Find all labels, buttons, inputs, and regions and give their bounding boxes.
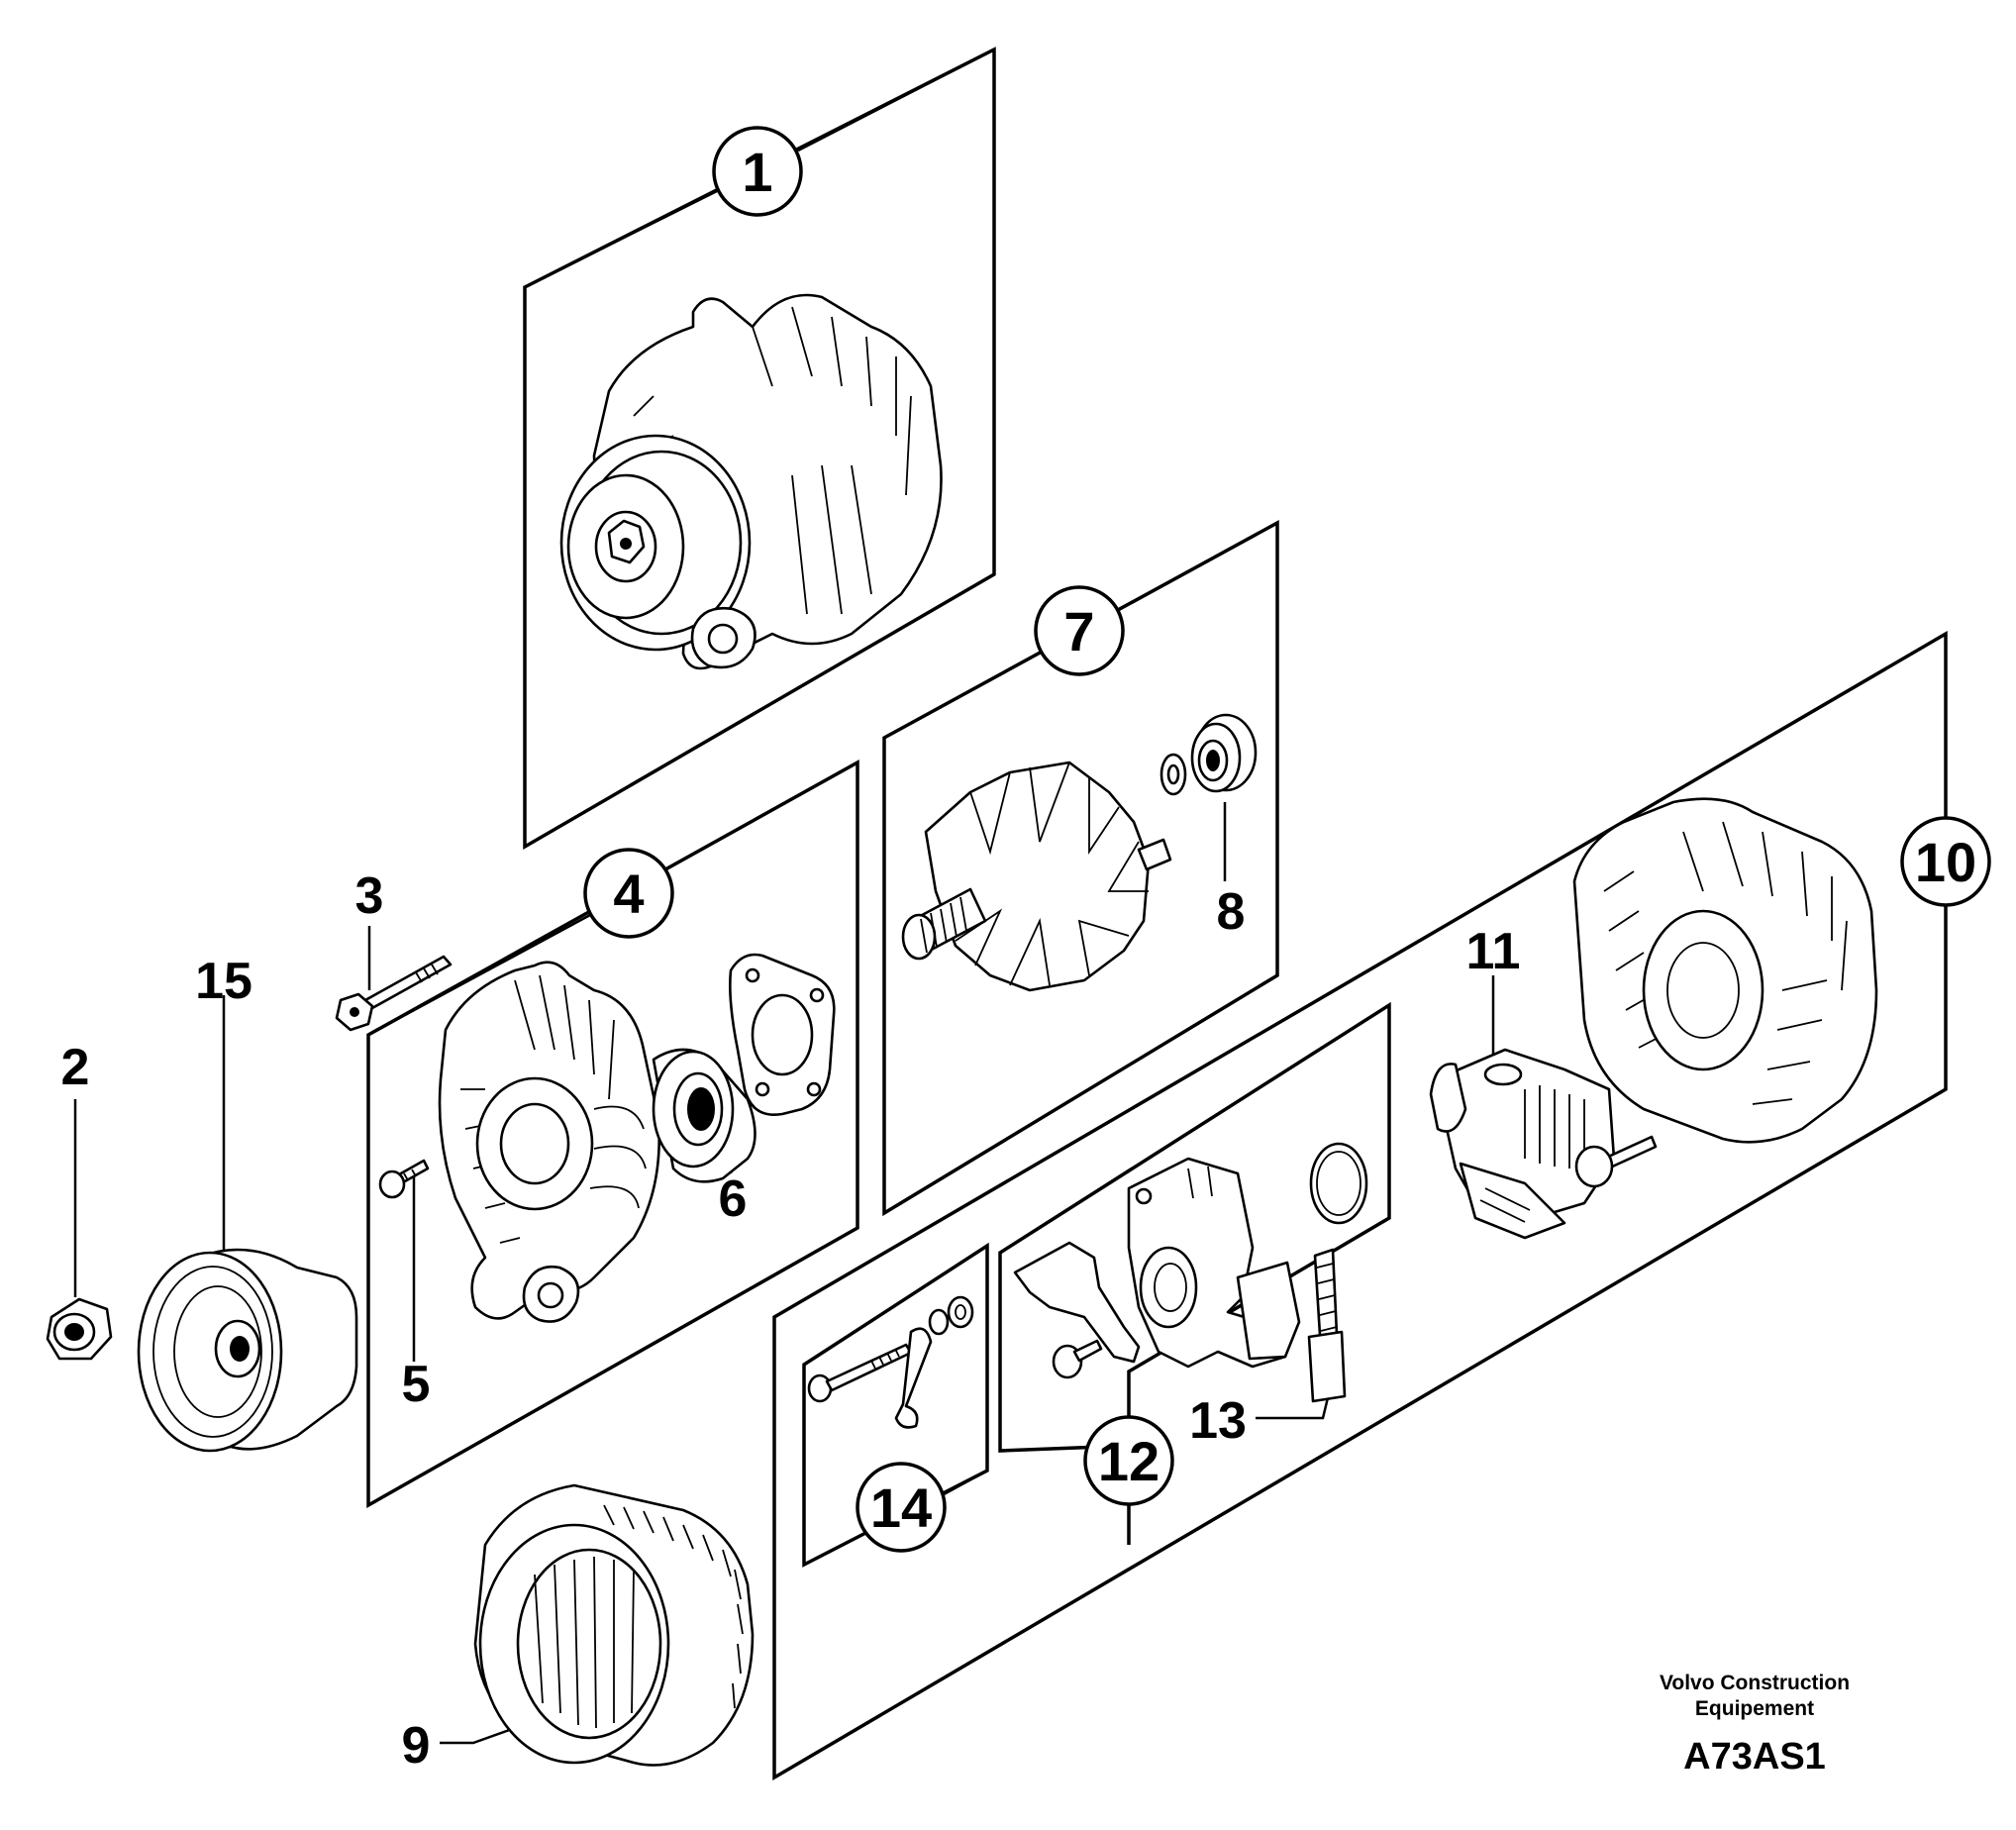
callout-7: 7 bbox=[1034, 585, 1125, 676]
small-screw bbox=[378, 1159, 430, 1199]
svg-text:10: 10 bbox=[1915, 831, 1976, 893]
label-9: 9 bbox=[402, 1717, 431, 1775]
callout-14: 14 bbox=[856, 1462, 947, 1553]
through-bolt bbox=[335, 955, 453, 1032]
regulator-screw bbox=[1052, 1339, 1103, 1379]
alternator-assembly bbox=[559, 293, 943, 670]
leader-1b bbox=[797, 48, 995, 152]
callout-10: 10 bbox=[1900, 816, 1991, 907]
stator bbox=[473, 1483, 755, 1767]
frame-group-4 bbox=[366, 760, 859, 1509]
leader-9 bbox=[440, 1726, 516, 1745]
nut bbox=[46, 1297, 113, 1361]
svg-text:14: 14 bbox=[870, 1476, 932, 1539]
leader-1 bbox=[524, 189, 718, 289]
label-3: 3 bbox=[355, 867, 384, 925]
label-15: 15 bbox=[195, 953, 252, 1010]
reference-code: A73AS1 bbox=[1683, 1736, 1826, 1778]
brush-holder-assembly bbox=[1013, 1157, 1301, 1369]
callout-12: 12 bbox=[1083, 1415, 1174, 1506]
seal-ring bbox=[1309, 1142, 1368, 1225]
callout-4: 4 bbox=[583, 848, 674, 939]
svg-text:4: 4 bbox=[613, 863, 644, 925]
brush bbox=[1307, 1248, 1347, 1403]
front-bracket bbox=[438, 961, 660, 1323]
retainer-plate bbox=[729, 953, 836, 1117]
label-13: 13 bbox=[1189, 1392, 1247, 1450]
label-5: 5 bbox=[402, 1356, 431, 1413]
rear-bracket bbox=[1572, 797, 1878, 1144]
label-11: 11 bbox=[1466, 923, 1521, 980]
credit-line-1: Volvo Construction bbox=[1660, 1672, 1850, 1694]
terminal-strip bbox=[894, 1327, 933, 1429]
svg-text:12: 12 bbox=[1098, 1430, 1159, 1492]
svg-text:1: 1 bbox=[742, 141, 772, 203]
terminal-washers bbox=[928, 1295, 974, 1336]
washer bbox=[1159, 753, 1187, 796]
credit-line-2: Equipement bbox=[1695, 1697, 1814, 1720]
label-8: 8 bbox=[1217, 883, 1246, 941]
front-bearing bbox=[652, 1048, 756, 1183]
pulley bbox=[137, 1248, 358, 1453]
callout-1: 1 bbox=[712, 126, 803, 217]
leader-4 bbox=[367, 913, 591, 1037]
svg-text:7: 7 bbox=[1063, 600, 1094, 662]
rear-bearing bbox=[1190, 713, 1258, 793]
label-6: 6 bbox=[719, 1170, 748, 1228]
leader-7 bbox=[883, 651, 1041, 740]
label-2: 2 bbox=[61, 1039, 90, 1096]
rotor bbox=[901, 761, 1172, 992]
rectifier bbox=[1429, 1048, 1658, 1240]
leader-7b bbox=[1118, 521, 1278, 611]
